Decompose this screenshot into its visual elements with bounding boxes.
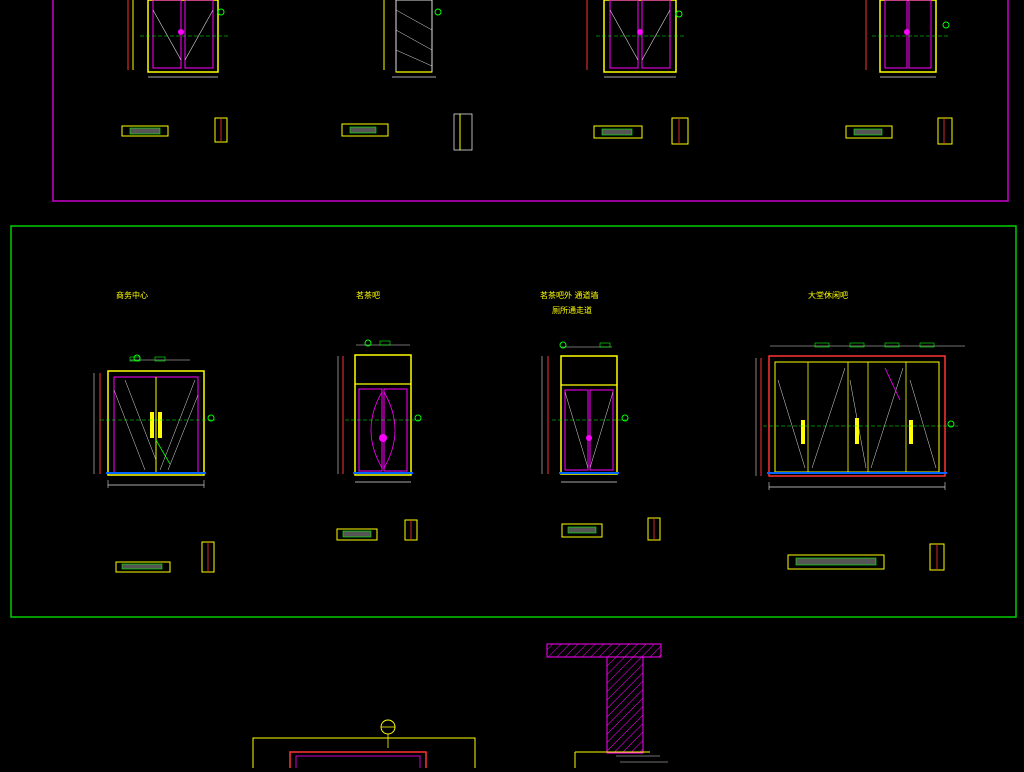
label-lobby-bar: 大堂休闲吧 [808, 290, 848, 300]
top-door-elevation-3 [586, 0, 686, 78]
elevation-business-center [93, 354, 215, 488]
label-tea-bar-exit-line1: 茗茶吧外 通道墙 [540, 290, 599, 300]
label-tea-bar: 茗茶吧 [356, 290, 380, 300]
top-door-elevation-4 [865, 0, 950, 78]
top-frame [52, 0, 1009, 202]
top-door-elevation-1 [127, 0, 230, 78]
middle-frame [10, 225, 1017, 618]
elevation-tea-bar [337, 339, 422, 483]
top-door-elevation-2 [383, 0, 442, 78]
top-section-details [121, 113, 953, 151]
bottom-plan-detail [252, 719, 476, 772]
elevation-tea-bar-exit [541, 341, 629, 483]
elevation-lobby-bar [755, 342, 965, 490]
label-tea-bar-exit-line2: 厕所通走道 [552, 305, 592, 315]
label-business-center: 商务中心 [116, 290, 148, 300]
bottom-column-section [546, 643, 668, 768]
middle-section-details [115, 517, 945, 573]
